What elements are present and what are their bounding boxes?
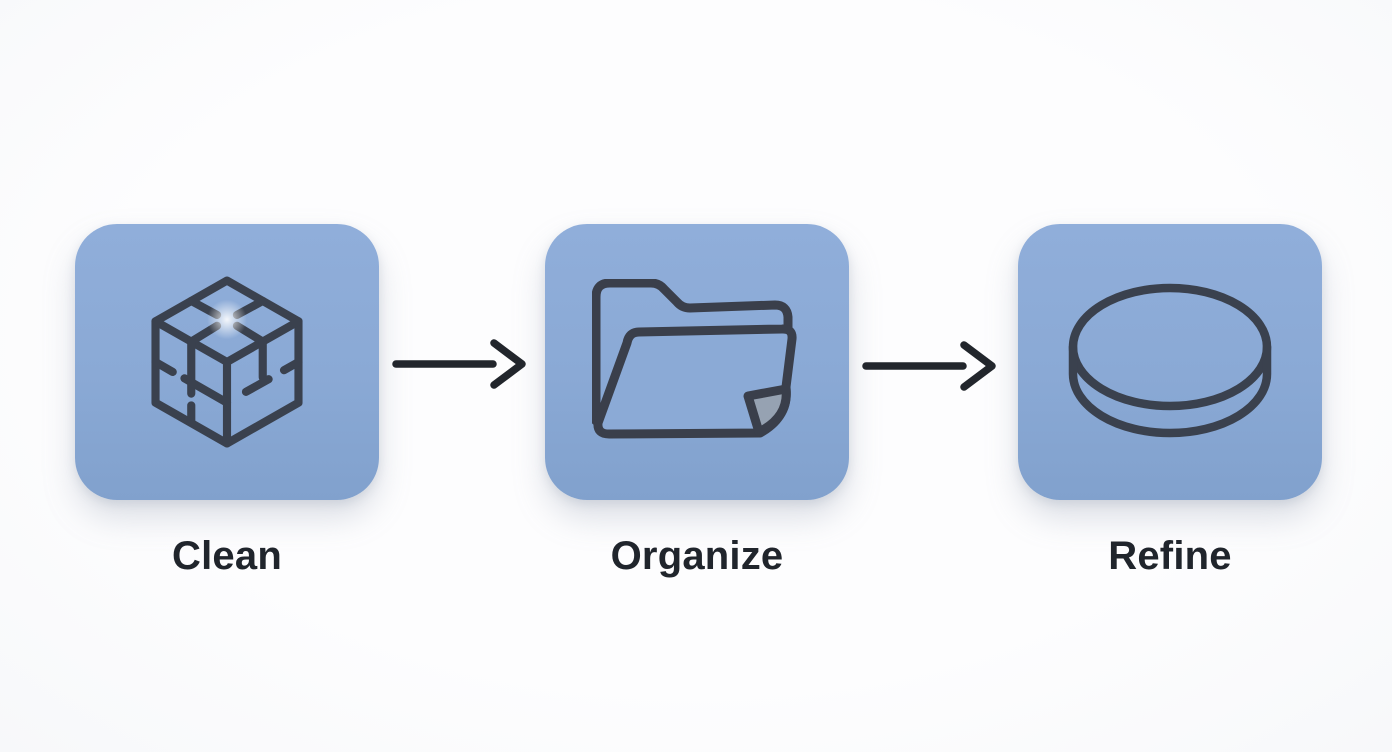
step-label: Organize [610, 534, 784, 578]
arrow-right-icon [862, 341, 996, 391]
step-label: Refine [1108, 534, 1232, 578]
step-refine: Refine [1018, 224, 1322, 579]
step-clean: Clean [75, 224, 379, 579]
cube-wireframe-icon [151, 276, 303, 448]
connector [392, 338, 528, 395]
refine-card [1018, 224, 1322, 500]
open-folder-icon [592, 279, 797, 439]
connector [862, 340, 998, 397]
step-organize: Organize [545, 224, 849, 579]
clean-card [75, 224, 379, 500]
disc-icon [1068, 283, 1272, 438]
organize-card [545, 224, 849, 500]
arrow-right-icon [392, 339, 526, 389]
step-label: Clean [172, 534, 282, 578]
